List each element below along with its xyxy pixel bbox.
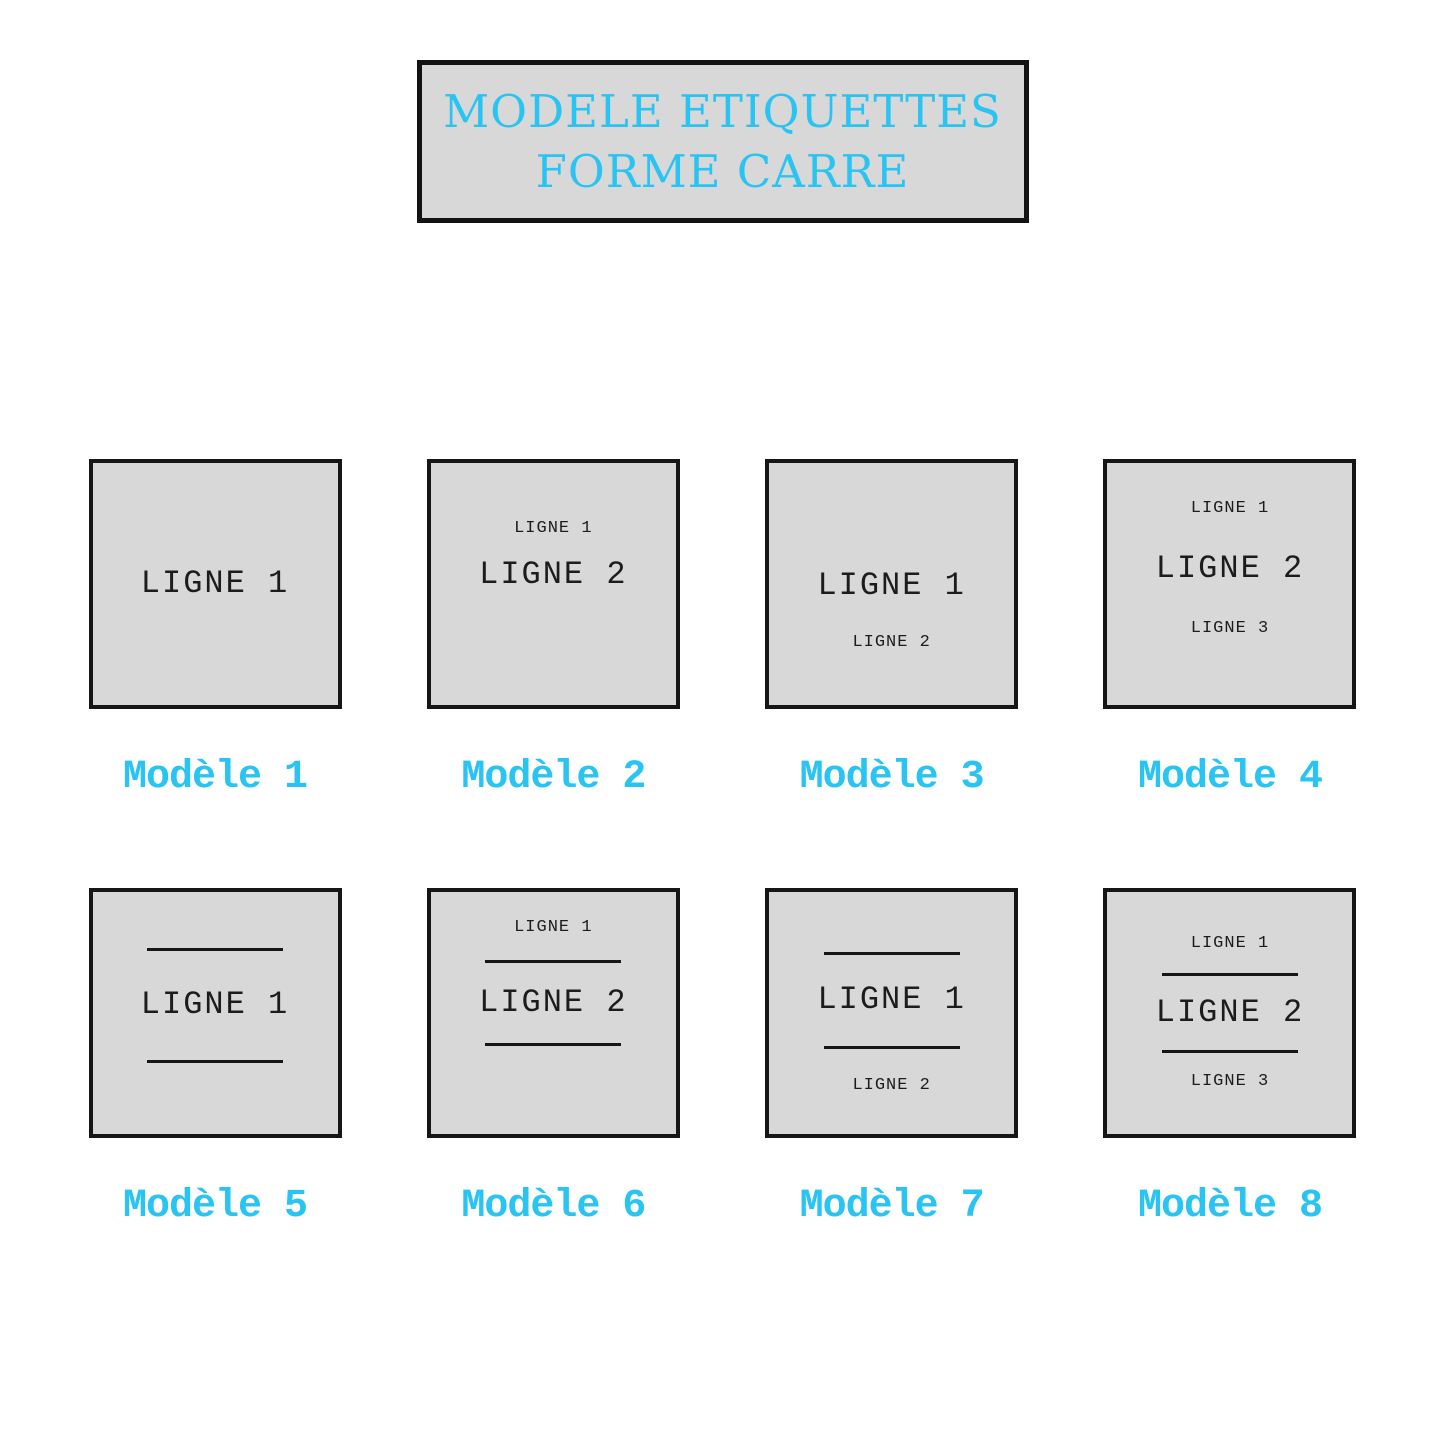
square-model-4: LIGNE 1 LIGNE 2 LIGNE 3 <box>1103 459 1357 709</box>
caption-model-6: Modèle 6 <box>461 1184 646 1229</box>
model-card-3: LIGNE 1 LIGNE 2 Modèle 3 <box>765 459 1019 800</box>
label-line-big: LIGNE 1 <box>817 567 966 604</box>
label-line-small: LIGNE 3 <box>1190 619 1270 639</box>
divider-rule <box>147 948 283 951</box>
label-line-small: LIGNE 1 <box>1190 499 1270 518</box>
square-model-6: LIGNE 1 LIGNE 2 <box>426 888 680 1138</box>
label-line-small: LIGNE 2 <box>852 632 931 652</box>
caption-model-4: Modèle 4 <box>1137 755 1323 800</box>
square-model-8: LIGNE 1 LIGNE 2 LIGNE 3 <box>1103 888 1357 1138</box>
label-line-big: LIGNE 1 <box>140 986 290 1023</box>
label-line-small: LIGNE 3 <box>1190 1072 1270 1092</box>
square-model-2: LIGNE 1 LIGNE 2 <box>426 459 680 709</box>
caption-model-3: Modèle 3 <box>799 755 985 800</box>
model-row-2: LIGNE 1 Modèle 5 LIGNE 1 LIGNE 2 Modèle … <box>88 888 1357 1229</box>
label-line-small: LIGNE 1 <box>514 918 593 937</box>
label-line-big: LIGNE 2 <box>479 983 628 1021</box>
divider-rule <box>1161 972 1298 976</box>
title-line-2: FORME CARRE <box>535 144 910 198</box>
caption-model-8: Modèle 8 <box>1137 1184 1323 1229</box>
model-card-4: LIGNE 1 LIGNE 2 LIGNE 3 Modèle 4 <box>1103 459 1357 800</box>
caption-model-7: Modèle 7 <box>799 1184 985 1229</box>
label-line-big: LIGNE 1 <box>140 564 290 602</box>
square-model-3: LIGNE 1 LIGNE 2 <box>765 459 1019 709</box>
label-line-small: LIGNE 1 <box>514 519 593 538</box>
divider-rule <box>823 1045 960 1049</box>
model-card-6: LIGNE 1 LIGNE 2 Modèle 6 <box>426 888 680 1229</box>
model-row-1: LIGNE 1 Modèle 1 LIGNE 1 LIGNE 2 Modèle … <box>88 459 1357 800</box>
divider-rule <box>485 1043 622 1047</box>
caption-model-1: Modèle 1 <box>122 755 308 800</box>
title-line-1: MODELE ETIQUETTES <box>443 84 1002 138</box>
label-line-big: LIGNE 2 <box>1155 993 1305 1031</box>
model-card-7: LIGNE 1 LIGNE 2 Modèle 7 <box>765 888 1019 1229</box>
caption-model-5: Modèle 5 <box>122 1184 308 1229</box>
model-card-1: LIGNE 1 Modèle 1 <box>88 459 342 800</box>
model-card-5: LIGNE 1 Modèle 5 <box>88 888 342 1229</box>
divider-rule <box>147 1059 283 1063</box>
model-card-8: LIGNE 1 LIGNE 2 LIGNE 3 Modèle 8 <box>1103 888 1357 1229</box>
divider-rule <box>485 959 622 963</box>
divider-rule <box>823 952 960 955</box>
model-card-2: LIGNE 1 LIGNE 2 Modèle 2 <box>426 459 680 800</box>
label-line-small: LIGNE 2 <box>852 1075 931 1095</box>
title-box: MODELE ETIQUETTES FORME CARRE <box>416 60 1029 223</box>
square-model-5: LIGNE 1 <box>88 888 342 1138</box>
caption-model-2: Modèle 2 <box>461 755 646 800</box>
label-line-big: LIGNE 2 <box>479 555 628 593</box>
square-model-7: LIGNE 1 LIGNE 2 <box>765 888 1019 1138</box>
label-line-small: LIGNE 1 <box>1190 934 1270 954</box>
label-line-big: LIGNE 1 <box>817 981 966 1018</box>
divider-rule <box>1161 1050 1298 1054</box>
square-model-1: LIGNE 1 <box>88 459 342 709</box>
label-line-big: LIGNE 2 <box>1155 549 1305 587</box>
models-grid: LIGNE 1 Modèle 1 LIGNE 1 LIGNE 2 Modèle … <box>88 459 1357 1229</box>
